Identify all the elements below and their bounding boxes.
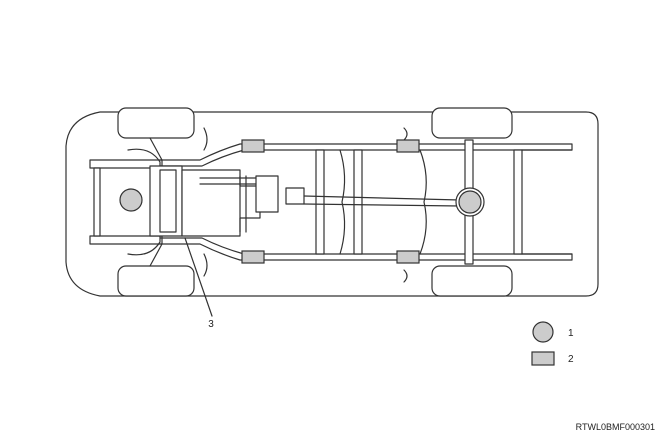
front-frame-left [93, 167, 101, 237]
marker-rect-front-right [241, 250, 265, 264]
legend-2-label: 2 [568, 354, 574, 365]
marker-circle-rear [458, 190, 482, 214]
callout-3-leader [184, 237, 213, 317]
rear-right-wheel [431, 265, 513, 297]
legend: 1 2 [531, 321, 574, 366]
marker-rect-front-left [241, 139, 265, 153]
rear-left-wheel [431, 107, 513, 139]
front-crossmember-bottom [89, 235, 163, 245]
figure-code: RTWL0BMF000301 [576, 422, 655, 432]
frame-rail-lower [159, 237, 573, 261]
body-outline [65, 111, 599, 297]
marker-rect-rear-left [396, 139, 420, 153]
front-left-wheel [117, 107, 195, 139]
crossmember-2 [353, 149, 363, 255]
frame-rail-upper [159, 143, 573, 167]
transfer-case [255, 175, 279, 213]
transmission [181, 169, 261, 237]
propeller-shaft [303, 195, 461, 207]
legend-rect-icon [531, 351, 555, 366]
engine-inner [159, 169, 177, 233]
crossmember-1 [315, 149, 325, 255]
front-crossmember-top [89, 159, 163, 169]
legend-1-label: 1 [568, 328, 574, 339]
legend-circle-icon [532, 321, 554, 343]
marker-rect-rear-right [396, 250, 420, 264]
marker-circle-front [119, 188, 143, 212]
front-right-wheel [117, 265, 195, 297]
callout-3-label: 3 [208, 319, 214, 330]
crossmember-3 [513, 149, 523, 255]
